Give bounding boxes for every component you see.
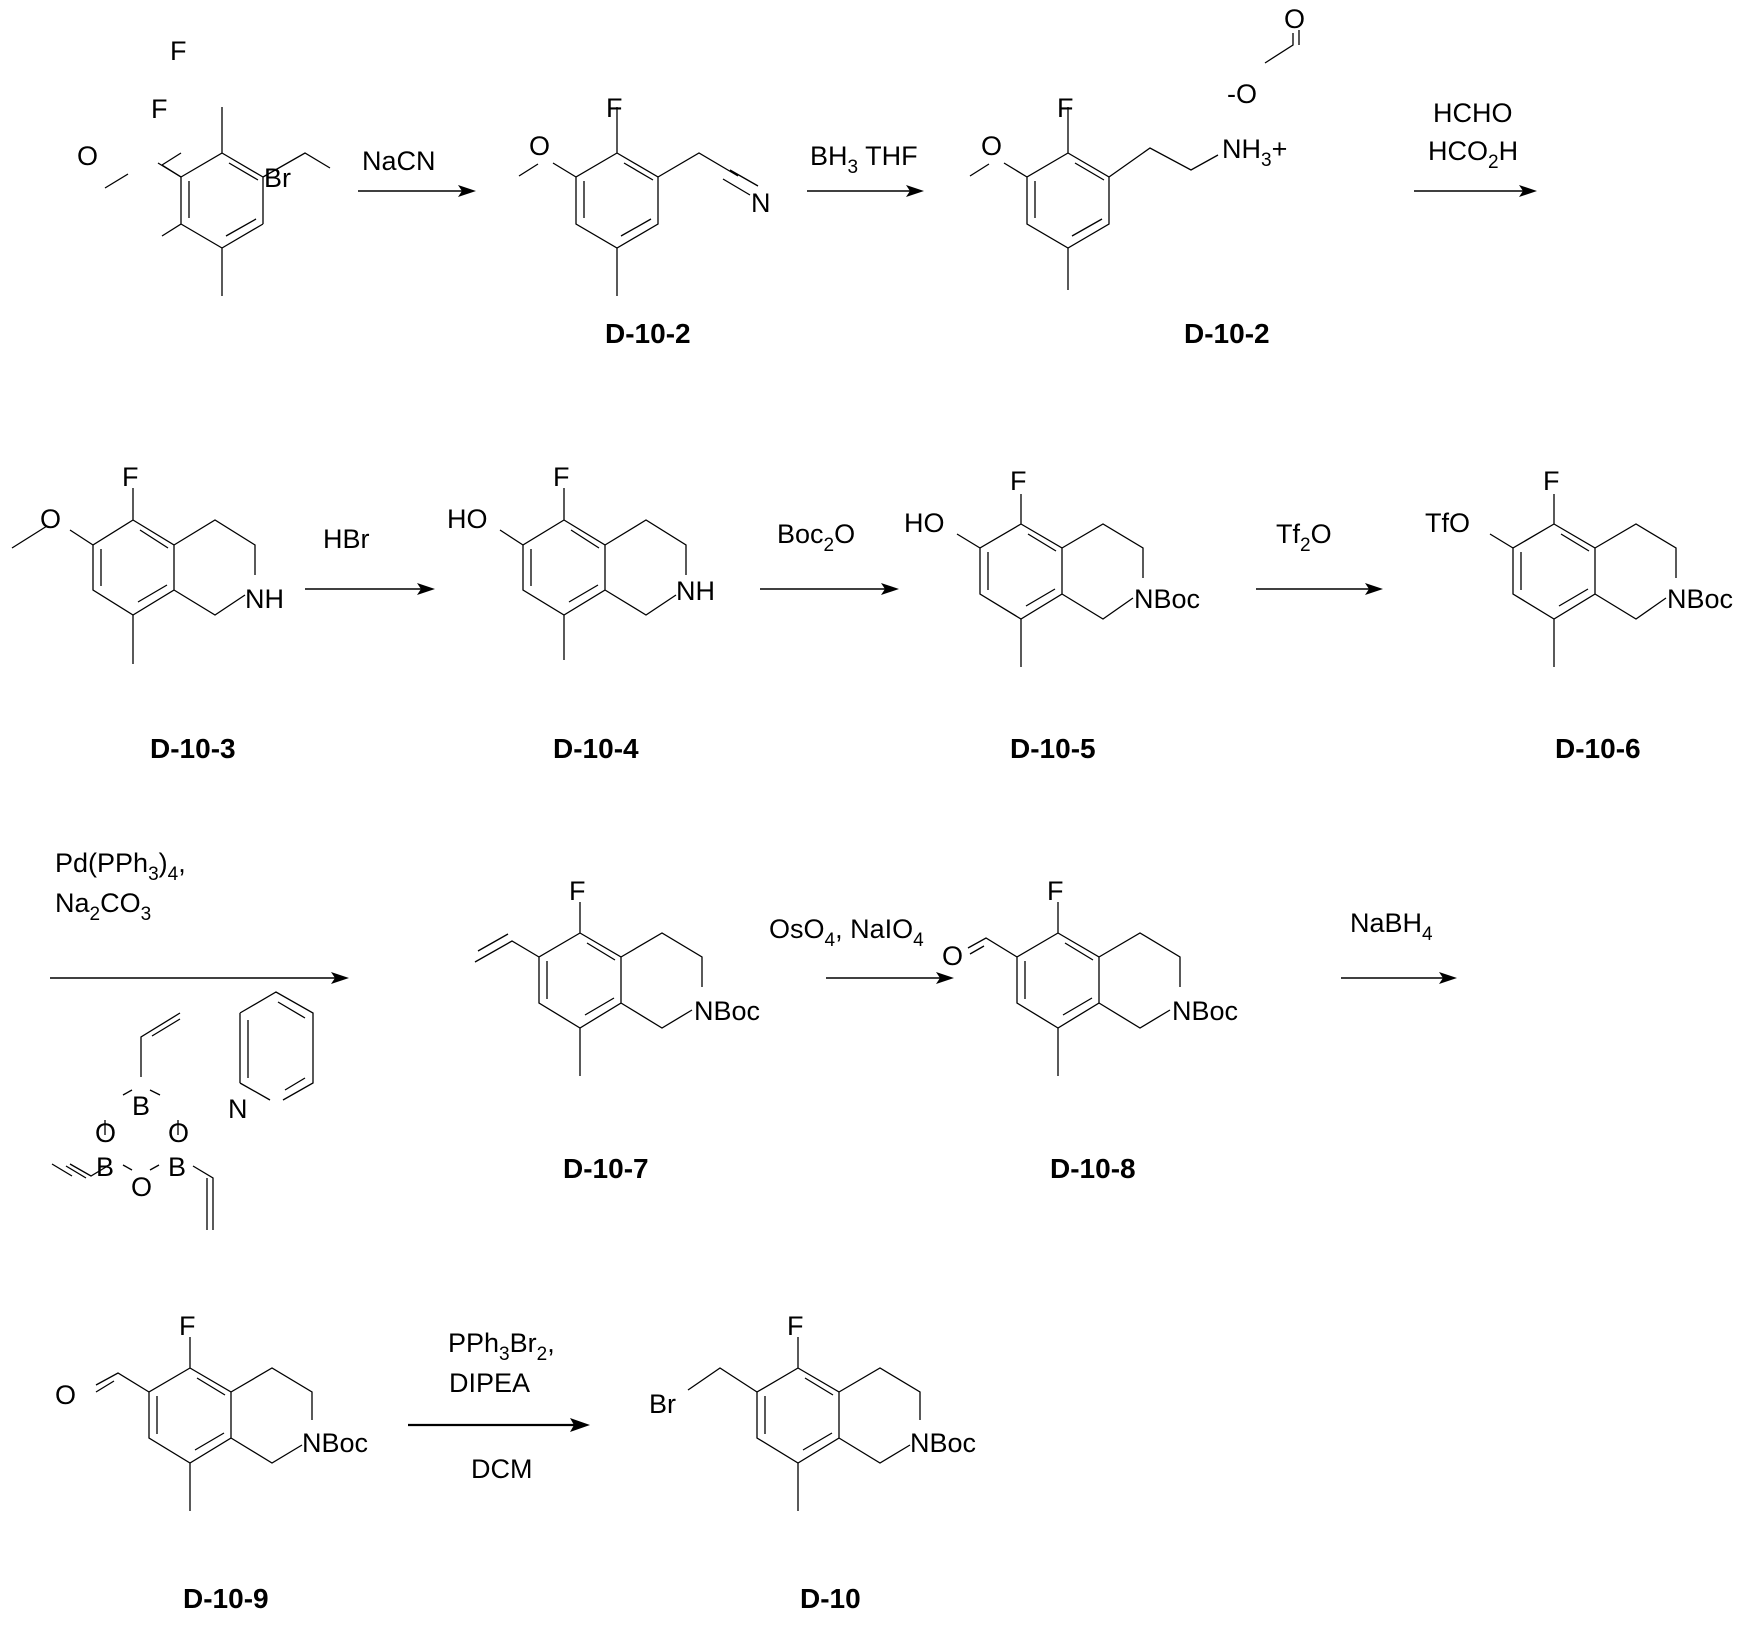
atom-F: F	[787, 1311, 804, 1341]
reagent-boc2o: Boc2O	[777, 519, 855, 556]
atom-NBoc: NBoc	[694, 996, 760, 1026]
reagent-nabh4: NaBH4	[1350, 908, 1433, 945]
compound-d-10-5: F HO NBoc D-10-5	[904, 466, 1200, 764]
atom-O: O	[40, 504, 61, 534]
compound-label: D-10-3	[150, 733, 236, 764]
atom-O: O	[95, 1118, 116, 1148]
reaction-arrow-9: NaBH4	[1341, 908, 1457, 984]
reagent-na2co3: Na2CO3	[55, 888, 151, 925]
atom-F: F	[569, 876, 586, 906]
atom-NH3-plus: NH3+	[1222, 134, 1287, 171]
atom-label: Br	[264, 163, 291, 193]
compound-label: D-10-2	[1184, 318, 1270, 349]
atom-HO: HO	[904, 508, 945, 538]
reaction-arrow-8: OsO4, NaIO4	[769, 914, 954, 984]
solvent-dcm: DCM	[471, 1454, 533, 1484]
compound-d-10-7: F NBoc D-10-7	[474, 876, 760, 1184]
atom-O-formate: O	[1284, 4, 1305, 34]
atom-O: O	[131, 1172, 152, 1202]
atom-label: O	[77, 141, 98, 171]
reagent-tf2o: Tf2O	[1276, 519, 1332, 556]
compound-label: D-10-8	[1050, 1153, 1136, 1184]
atom-F: F	[122, 462, 139, 492]
atom-B: B	[168, 1152, 186, 1182]
reaction-arrow-1: NaCN	[358, 146, 476, 197]
reaction-arrow-10: PPh3Br2, DIPEA DCM	[408, 1328, 590, 1484]
atom-O-minus: -O	[1227, 79, 1257, 109]
atom-NH: NH	[245, 584, 284, 614]
compound-label: D-10	[800, 1583, 861, 1614]
reaction-arrow-4: HBr	[305, 524, 435, 595]
atom-F: F	[1057, 93, 1074, 123]
compound-label: D-10-4	[553, 733, 639, 764]
atom-O: O	[942, 941, 963, 971]
atom-F: F	[151, 94, 168, 124]
reagent-hco2h: HCO2H	[1428, 136, 1518, 173]
reaction-arrow-5: Boc2O	[760, 519, 899, 595]
atom-NBoc: NBoc	[1172, 996, 1238, 1026]
reagent-hbr: HBr	[323, 524, 370, 554]
compound-d-10-4: F HO NH D-10-4	[447, 462, 715, 764]
atom-B: B	[96, 1152, 114, 1182]
compound-d-10: F Br NBoc D-10	[649, 1311, 976, 1614]
starting-material: F O Br	[77, 36, 331, 296]
reagent-nacn: NaCN	[362, 146, 436, 176]
reagent-bh3-thf: BH3 THF	[810, 141, 918, 178]
compound-label: D-10-7	[563, 1153, 649, 1184]
atom-F: F	[606, 93, 623, 123]
atom-TfO: TfO	[1425, 508, 1470, 538]
compound-d-10-9: F O NBoc D-10-9	[55, 1311, 368, 1614]
reagent-pph3br2: PPh3Br2,	[448, 1328, 555, 1365]
sm-atoms: F	[151, 94, 168, 124]
atom-O: O	[981, 131, 1002, 161]
atom-NBoc: NBoc	[1134, 584, 1200, 614]
reaction-arrow-6: Tf2O	[1256, 519, 1383, 595]
compound-d-10-2-nitrile: F O N D-10-2	[518, 93, 771, 349]
atom-NBoc: NBoc	[910, 1428, 976, 1458]
reaction-arrow-7: Pd(PPh3)4, Na2CO3	[50, 848, 349, 984]
reagent-pd-pph3-4: Pd(PPh3)4,	[55, 848, 186, 885]
compound-d-10-6: F TfO NBoc D-10-6	[1425, 466, 1733, 764]
atom-B: B	[132, 1091, 150, 1121]
atom-O: O	[529, 131, 550, 161]
compound-label: D-10-2	[605, 318, 691, 349]
atom-Br: Br	[649, 1389, 676, 1419]
atom-F: F	[179, 1311, 196, 1341]
reagent-oso4-naio4: OsO4, NaIO4	[769, 914, 924, 951]
reaction-arrow-3: HCHO HCO2H	[1414, 98, 1537, 197]
atom-label: F	[170, 36, 187, 66]
compound-d-10-3: F O NH D-10-3	[11, 462, 284, 764]
atom-NBoc: NBoc	[1667, 584, 1733, 614]
compound-label: D-10-5	[1010, 733, 1096, 764]
atom-O: O	[168, 1118, 189, 1148]
reaction-arrow-2: BH3 THF	[807, 141, 924, 197]
atom-F: F	[1047, 876, 1064, 906]
reagent-dipea: DIPEA	[449, 1368, 530, 1398]
atom-F: F	[1543, 466, 1560, 496]
trivinylboroxine-pyridine-complex: B O O B B O N	[51, 991, 314, 1230]
atom-O: O	[55, 1380, 76, 1410]
atom-HO: HO	[447, 504, 488, 534]
atom-NH: NH	[676, 576, 715, 606]
atom-N: N	[751, 188, 771, 218]
compound-d-10-8: F O NBoc D-10-8	[942, 876, 1238, 1184]
atom-NBoc: NBoc	[302, 1428, 368, 1458]
atom-F: F	[553, 462, 570, 492]
compound-label: D-10-6	[1555, 733, 1641, 764]
reagent-hcho: HCHO	[1433, 98, 1513, 128]
atom-F: F	[1010, 466, 1027, 496]
atom-N: N	[228, 1094, 248, 1124]
compound-label: D-10-9	[183, 1583, 269, 1614]
compound-d-10-2-ammonium-formate: F O O -O NH3+ D-10-2	[969, 4, 1305, 349]
